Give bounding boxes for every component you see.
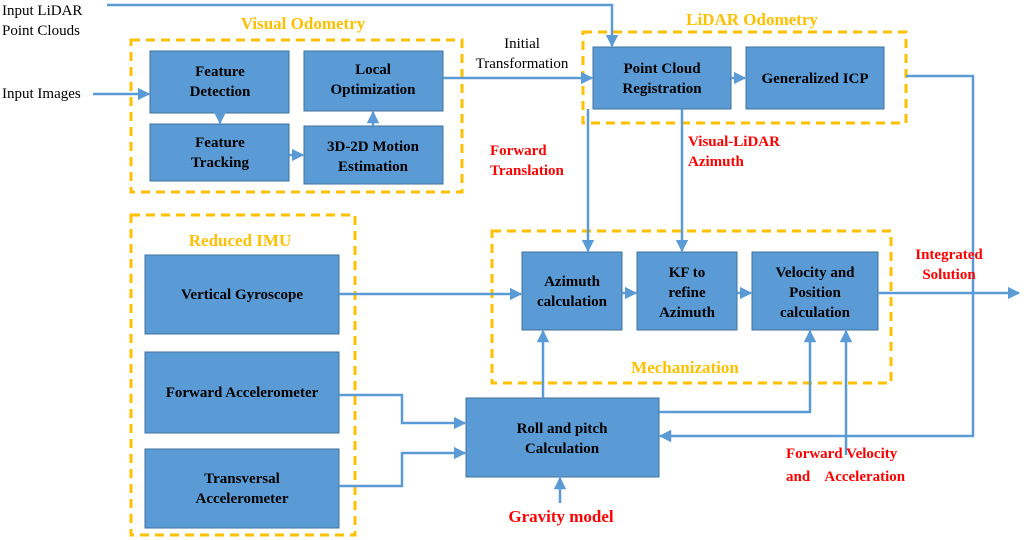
mechanization-group — [490, 229, 893, 385]
gravity-model-label: Gravity model — [508, 507, 614, 526]
visual-odometry-title: Visual Odometry — [241, 14, 366, 33]
svg-text:Generalized ICP: Generalized ICP — [761, 71, 868, 87]
generalized-icp-box: Generalized ICP — [745, 46, 885, 110]
forward-accelerometer-box: Forward Accelerometer — [144, 351, 340, 434]
vertical-gyroscope-box: Vertical Gyroscope — [144, 254, 340, 335]
reduced-imu-group — [129, 213, 357, 537]
lidar-odometry-title: LiDAR Odometry — [686, 10, 818, 29]
mechanization-title: Mechanization — [631, 358, 739, 377]
input-images-label: Input Images — [2, 86, 81, 102]
connector-arrows — [93, 3, 1021, 503]
reduced-imu-title: Reduced IMU — [189, 231, 291, 250]
visual-odometry-group — [129, 38, 464, 194]
svg-text:Forward Accelerometer: Forward Accelerometer — [166, 385, 319, 401]
svg-text:Vertical Gyroscope: Vertical Gyroscope — [181, 287, 303, 303]
